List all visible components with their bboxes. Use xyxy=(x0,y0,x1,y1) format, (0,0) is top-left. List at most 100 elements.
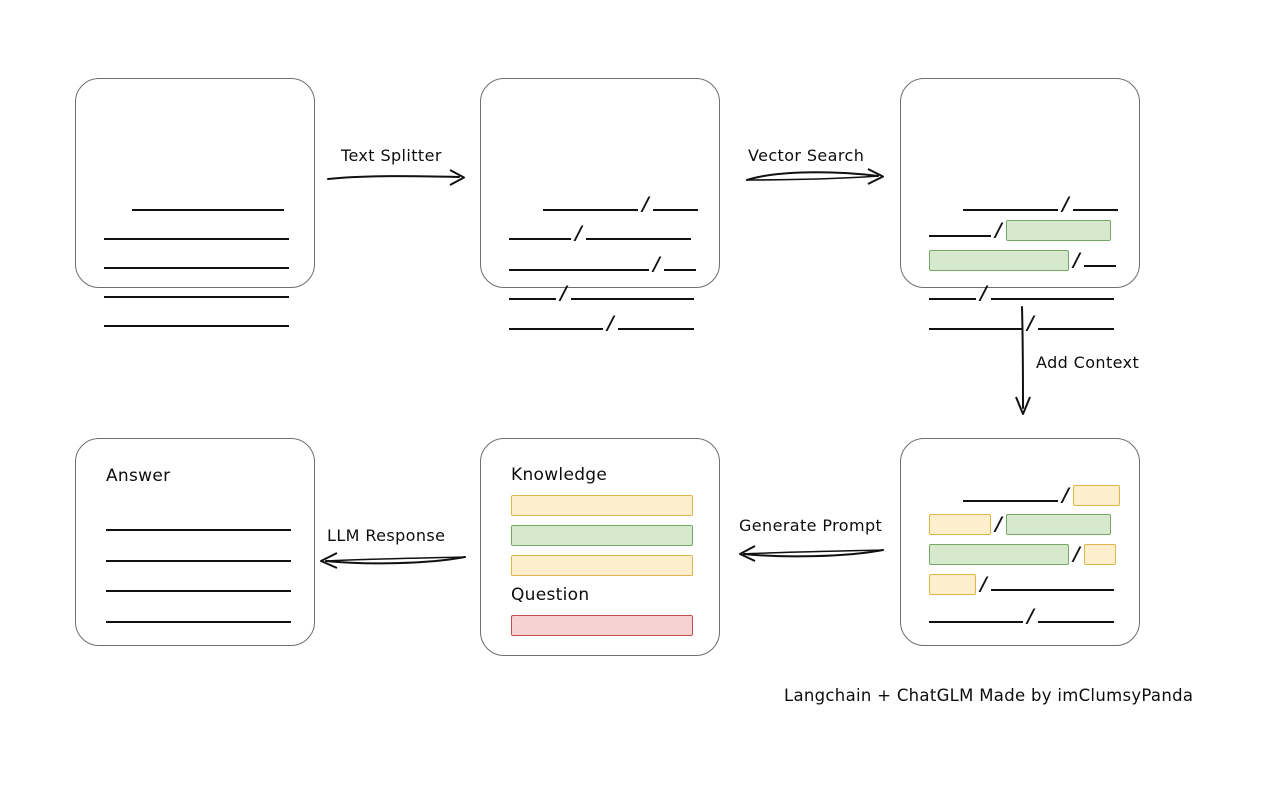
separator-slash: / xyxy=(1027,312,1034,334)
separator-slash: / xyxy=(1062,193,1069,215)
chunk-row: / xyxy=(929,569,1114,595)
answer-body: Answer xyxy=(76,439,314,645)
card-split-chunks[interactable]: / / / / / xyxy=(480,78,720,333)
doc-line xyxy=(104,276,289,298)
separator-slash: / xyxy=(1027,605,1034,627)
answer-line xyxy=(106,509,291,531)
matched-chunks-body: / / / / / xyxy=(901,79,1139,333)
text-rule xyxy=(990,589,1114,591)
text-rule xyxy=(1037,328,1114,330)
text-rule xyxy=(617,328,694,330)
separator-slash: / xyxy=(980,573,987,595)
text-rule xyxy=(106,560,291,562)
separator-slash: / xyxy=(642,193,649,215)
chunk-row: / xyxy=(929,601,1114,627)
text-rule xyxy=(509,298,556,300)
chunk-row: / xyxy=(509,278,694,304)
text-rule xyxy=(104,267,289,269)
prompt-body: Knowledge Question xyxy=(481,439,719,655)
highlight-chunk-green xyxy=(1005,514,1111,535)
highlight-chunk-green xyxy=(929,544,1069,565)
separator-slash: / xyxy=(1062,484,1069,506)
chunk-row: / xyxy=(509,308,694,334)
card-answer[interactable]: Answer xyxy=(75,438,315,646)
text-rule xyxy=(509,238,571,240)
highlight-chunk-yellow xyxy=(929,514,991,535)
text-rule xyxy=(543,209,638,211)
text-rule xyxy=(1072,209,1118,211)
answer-line xyxy=(106,601,291,623)
chunk-row: / xyxy=(509,218,691,244)
context-chunks-body: / / / / / xyxy=(901,439,1139,645)
text-rule xyxy=(104,296,289,298)
knowledge-bar-yellow xyxy=(511,495,693,516)
doc-line xyxy=(104,305,289,327)
separator-slash: / xyxy=(607,312,614,334)
chunk-row: / xyxy=(929,245,1116,271)
text-rule xyxy=(929,328,1023,330)
text-rule xyxy=(929,235,991,237)
arrow-label-generate-prompt: Generate Prompt xyxy=(739,516,883,535)
text-rule xyxy=(990,298,1114,300)
separator-slash: / xyxy=(980,282,987,304)
chunk-row: / xyxy=(543,189,698,215)
text-rule xyxy=(106,529,291,531)
chunk-row: / xyxy=(963,480,1120,506)
footer-credit: Langchain + ChatGLM Made by imClumsyPand… xyxy=(784,686,1194,705)
card-matched-chunks[interactable]: / / / / / xyxy=(900,78,1140,333)
arrow-generate-prompt xyxy=(739,545,884,562)
text-rule xyxy=(1083,265,1116,267)
text-rule xyxy=(963,500,1058,502)
arrow-label-text-splitter: Text Splitter xyxy=(341,146,442,165)
text-rule xyxy=(652,209,698,211)
chunk-row: / xyxy=(929,509,1111,535)
text-rule xyxy=(104,325,289,327)
arrow-vector-search xyxy=(746,168,884,185)
highlight-chunk-green xyxy=(929,250,1069,271)
highlight-chunk-yellow xyxy=(929,574,976,595)
separator-slash: / xyxy=(560,282,567,304)
chunk-row: / xyxy=(929,308,1114,334)
text-rule xyxy=(570,298,694,300)
separator-slash: / xyxy=(995,219,1002,241)
arrow-label-vector-search: Vector Search xyxy=(748,146,865,165)
separator-slash: / xyxy=(1073,249,1080,271)
chunk-row: / xyxy=(509,249,696,275)
text-rule xyxy=(106,621,291,623)
highlight-chunk-yellow xyxy=(1083,544,1116,565)
chunk-row: / xyxy=(929,278,1114,304)
highlight-chunk-green xyxy=(1005,220,1111,241)
doc-line xyxy=(132,189,284,211)
separator-slash: / xyxy=(995,513,1002,535)
arrow-text-splitter xyxy=(327,169,465,186)
text-rule xyxy=(132,209,284,211)
highlight-chunk-yellow xyxy=(1072,485,1120,506)
card-context-chunks[interactable]: / / / / / xyxy=(900,438,1140,646)
arrow-llm-response xyxy=(320,552,466,569)
source-document-body xyxy=(76,79,314,327)
text-rule xyxy=(929,621,1023,623)
separator-slash: / xyxy=(575,222,582,244)
arrow-label-llm-response: LLM Response xyxy=(327,526,446,545)
separator-slash: / xyxy=(1073,543,1080,565)
card-source-document[interactable] xyxy=(75,78,315,327)
text-rule xyxy=(663,269,696,271)
answer-label: Answer xyxy=(106,466,171,486)
text-rule xyxy=(509,269,649,271)
text-rule xyxy=(963,209,1058,211)
separator-slash: / xyxy=(653,253,660,275)
arrow-add-context xyxy=(1015,306,1031,415)
text-rule xyxy=(104,238,289,240)
question-label: Question xyxy=(511,585,590,605)
chunk-row: / xyxy=(963,189,1118,215)
text-rule xyxy=(509,328,603,330)
text-rule xyxy=(1037,621,1114,623)
knowledge-bar-green xyxy=(511,525,693,546)
arrow-label-add-context: Add Context xyxy=(1036,353,1140,372)
question-bar-red xyxy=(511,615,693,636)
card-prompt[interactable]: Knowledge Question xyxy=(480,438,720,656)
split-chunks-body: / / / / / xyxy=(481,79,719,333)
answer-line xyxy=(106,570,291,592)
text-rule xyxy=(929,298,976,300)
doc-line xyxy=(104,218,289,240)
